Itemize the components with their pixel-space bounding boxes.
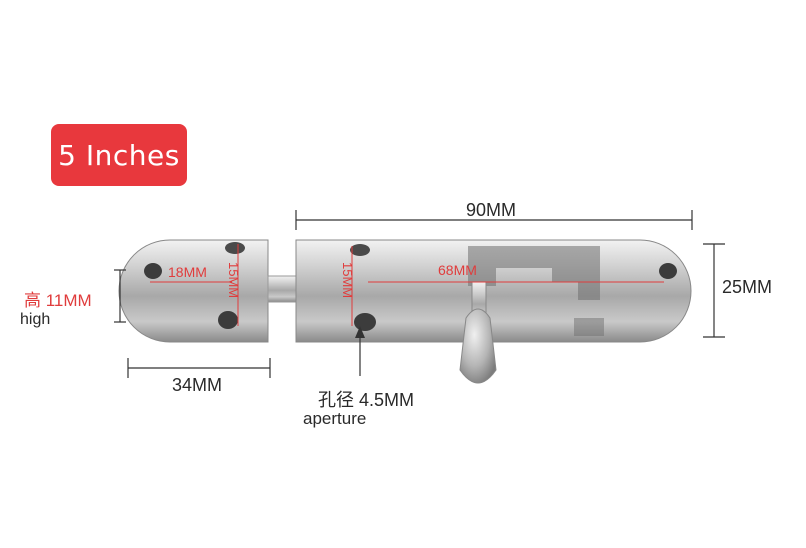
bolt-end (118, 239, 269, 343)
aperture-label: 孔径 4.5MM (318, 390, 415, 410)
screw-hole (144, 263, 162, 279)
total-length-label: 90MM (466, 200, 517, 220)
section-height-label-1: 15MM (226, 262, 241, 299)
bolt-height-english: high (20, 311, 51, 328)
screw-hole (350, 244, 370, 256)
screw-hole (354, 313, 376, 331)
screw-hole (225, 242, 245, 254)
height-label: 25MM (722, 277, 773, 297)
hole-spacing-label: 18MM (168, 264, 207, 280)
screw-hole (218, 311, 238, 329)
bolt-height-label: 高 11MM (24, 291, 92, 310)
bolt-slot (468, 246, 600, 300)
screw-hole (659, 263, 677, 279)
left-section-length-label: 34MM (172, 375, 223, 395)
aperture-english: aperture (303, 409, 367, 428)
size-badge: 5 Inches (51, 124, 187, 186)
handle-knob (459, 308, 497, 384)
slot-length-label: 68MM (438, 262, 477, 278)
bolt-pin (267, 275, 297, 303)
section-height-label-2: 15MM (340, 262, 355, 299)
